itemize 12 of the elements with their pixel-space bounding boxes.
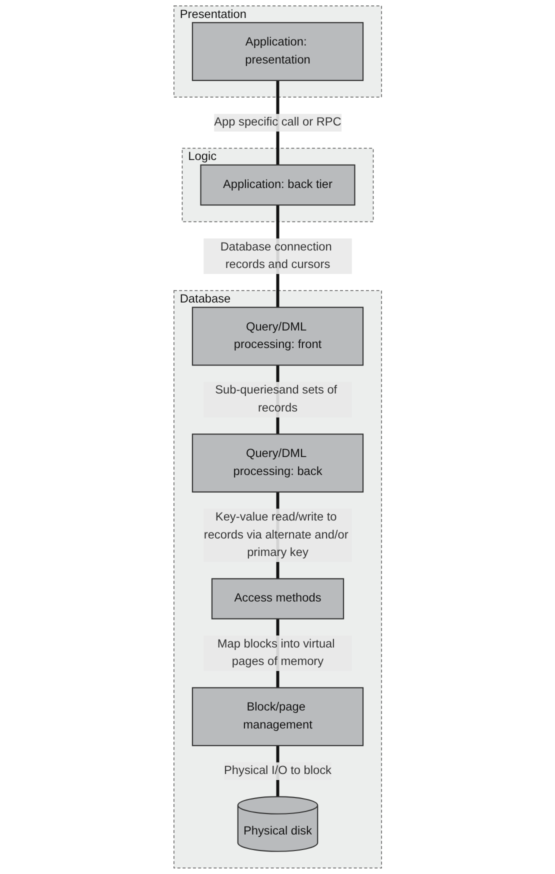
edge-label: Key-value read/write to records via alternate and/or primary key — [204, 510, 348, 560]
edge-label: Database connection records and cursors — [220, 240, 332, 272]
edge-label: App specific call or RPC — [214, 116, 342, 129]
node-box: Block/page management — [192, 687, 364, 746]
node-box: Application: presentation — [192, 22, 364, 81]
edge-label: Physical I/O to block — [224, 764, 332, 778]
node-box: Query/DML processing: back — [192, 434, 364, 493]
edge-label: Map blocks into virtual pages of memory — [217, 638, 335, 668]
edge-label: Sub-queriesand sets of records — [214, 384, 337, 414]
node-box: Application: back tier — [200, 164, 356, 206]
node-box: Access methods — [211, 578, 344, 620]
node-box: Query/DML processing: front — [192, 306, 364, 366]
